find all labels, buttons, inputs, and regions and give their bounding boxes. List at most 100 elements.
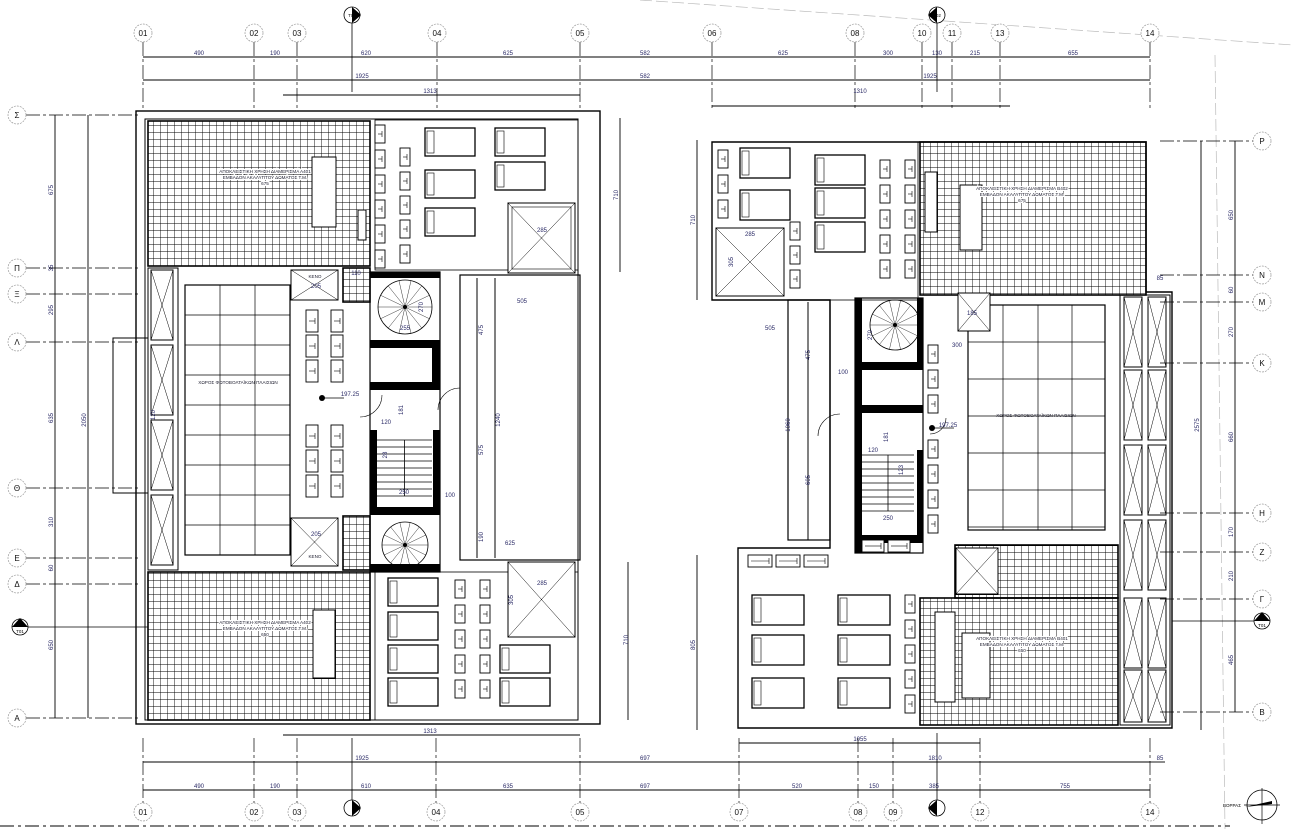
room-label-exclusive-use: ΑΠΟΚΛΕΙΣΤΙΚΗ ΧΡΗΣΗ ΔΙΑΜΕΡΙΣΜΑ Α402 — [219, 620, 311, 625]
stair-tread — [404, 306, 422, 329]
wall-solid — [370, 430, 377, 510]
pv-panel-diag — [1123, 444, 1143, 516]
terrace-fixture — [312, 609, 336, 679]
grid-label-left: Λ — [14, 338, 20, 347]
grid-label-top: 14 — [1146, 29, 1155, 38]
grid-label-bottom: 01 — [139, 808, 148, 817]
grid-label-bottom-bubble — [133, 802, 153, 822]
dimension-value: 100 — [445, 493, 456, 499]
grid-label-right: Ν — [1259, 271, 1265, 280]
terrace-strip — [342, 267, 371, 303]
dimension-value: 697 — [640, 784, 651, 790]
dimension-value: 710 — [624, 634, 630, 645]
stair-tread — [404, 295, 430, 308]
dimension-value: 1925 — [923, 74, 937, 80]
wall-solid — [370, 272, 440, 278]
pillow-icon — [426, 210, 435, 234]
pv-panel-diag — [150, 269, 174, 341]
dimension-value: 123 — [899, 464, 905, 475]
dimension-value: 1313 — [423, 89, 437, 95]
pillow-icon — [816, 157, 825, 183]
pv-panel-diag — [1147, 369, 1167, 441]
dimension-value: 660 — [1229, 431, 1235, 442]
grid-label-top-bubble — [133, 23, 153, 43]
dimension-value: 85 — [1157, 276, 1164, 282]
pv-panel-diag — [1147, 444, 1167, 516]
dimension-value: 1925 — [355, 74, 369, 80]
dimension-value: 582 — [640, 74, 651, 80]
stair-tread — [889, 324, 896, 350]
dimension-value: 28 — [383, 451, 389, 458]
stair-tread — [894, 305, 911, 326]
dimension-value: 610 — [361, 784, 372, 790]
dimension-value: 270 — [419, 301, 425, 312]
property-line — [1214, 54, 1226, 829]
dimension-value: 710 — [614, 189, 620, 200]
stair-tread — [894, 313, 918, 326]
dimension-value: 697 — [640, 756, 651, 762]
room-label-exclusive-use: ΕΜΒΑΔΟΝ ΑΚΑΛΥΠΤΟΥ ΔΩΜΑΤΟΣ Τ.Μ. — [980, 642, 1064, 647]
section-label: Τ01 — [1258, 623, 1266, 628]
wall-solid — [370, 382, 440, 390]
stair-tread — [894, 324, 911, 345]
grid-label-right-bubble — [1252, 702, 1272, 722]
dimension-value: 675 — [49, 184, 55, 195]
pv-panel-diag — [1147, 296, 1167, 368]
pillow-icon — [741, 192, 750, 218]
dimension-value: 710 — [691, 214, 697, 225]
roof-terrace-b402 — [919, 141, 1147, 296]
dimension-value: 505 — [765, 326, 776, 332]
bed-icon — [751, 594, 805, 626]
stair-tread — [404, 522, 411, 546]
dimension-value: 270 — [868, 329, 874, 340]
skylight-inner — [511, 206, 572, 270]
pv-area-left — [184, 284, 291, 556]
wall-solid — [432, 340, 440, 390]
wall-solid — [917, 450, 923, 540]
dimension-value: 635 — [49, 412, 55, 423]
dimension-value: 60 — [1229, 286, 1235, 293]
stair-tread — [894, 324, 918, 337]
grid-label-right: Β — [1259, 708, 1264, 717]
pillow-icon — [389, 580, 398, 604]
grid-label-bottom-bubble — [426, 802, 446, 822]
stair-tread — [399, 522, 406, 546]
dimension-value: 210 — [1229, 570, 1235, 581]
wall-solid — [370, 507, 440, 515]
grid-label-top-bubble — [570, 23, 590, 43]
dimension-value: 305 — [729, 256, 735, 267]
north-label: ΒΟΡΡΑΣ — [1223, 803, 1241, 808]
dimension-value: 490 — [194, 784, 205, 790]
stair-tread — [404, 544, 426, 556]
grid-label-top: 01 — [139, 29, 148, 38]
grid-label-right: Η — [1259, 509, 1265, 518]
grid-label-top-bubble — [287, 23, 307, 43]
dimension-value: 625 — [778, 51, 789, 57]
dimension-value: 805 — [691, 639, 697, 650]
grid-label-left: Σ — [15, 111, 20, 120]
bed-icon — [499, 644, 551, 674]
bed-icon — [751, 677, 805, 709]
grid-label-right: Μ — [1259, 298, 1266, 307]
pillow-icon — [839, 680, 848, 706]
skylight-diag — [715, 227, 785, 297]
pv-panel-diag — [1123, 296, 1143, 368]
pv-panel-diag — [1123, 519, 1143, 591]
section-marker-arrow — [352, 800, 361, 816]
pv-panel-diag — [1123, 669, 1143, 723]
grid-label-bottom: 12 — [976, 808, 985, 817]
grid-label-top: 13 — [996, 29, 1005, 38]
pv-panel-diag — [1123, 369, 1143, 441]
bed-icon — [424, 127, 476, 157]
door-swing — [929, 417, 947, 435]
property-line — [639, 0, 1293, 46]
room-label-void: ΚΕΝΟ — [308, 554, 321, 559]
dimension-value: 520 — [792, 784, 803, 790]
wall-solid — [370, 340, 440, 348]
pillow-icon — [501, 680, 510, 704]
dimension-value: 181 — [884, 431, 890, 442]
grid-label-left-bubble — [7, 478, 27, 498]
pv-area-right — [967, 304, 1106, 531]
stair-tread — [388, 306, 406, 329]
dimension-value: 110 — [351, 271, 361, 277]
